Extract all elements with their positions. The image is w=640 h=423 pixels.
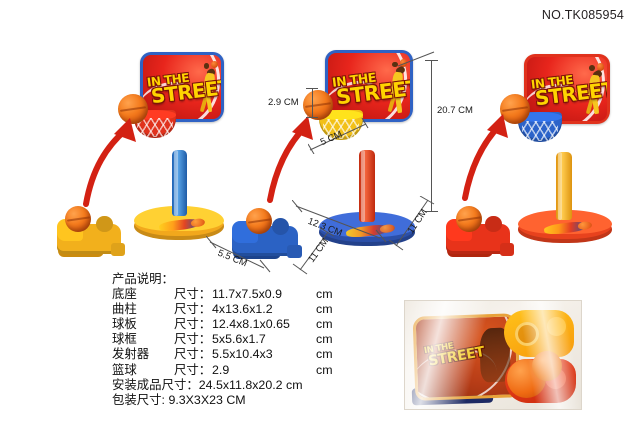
launcher-middle (232, 208, 302, 259)
spec-row-hoop: 球框 尺寸：5x5.6x1.7 cm (112, 332, 333, 347)
player-graphic (377, 58, 408, 113)
spec-label-backboard: 尺寸： (174, 317, 212, 332)
spec-value-launcher: 5.5x10.4x3 (212, 347, 273, 362)
dimline-ball-top (306, 88, 318, 89)
player-leg-front (591, 94, 599, 116)
ball-launcher-right (456, 206, 482, 232)
spec-row-launcher: 发射器 尺寸：5.5x10.4x3 cm (112, 347, 333, 362)
product-sku: NO.TK085954 (541, 8, 624, 22)
spec-part-launcher: 发射器 (112, 347, 150, 362)
player-graphic (575, 62, 605, 116)
spec-part-hoop: 球框 (112, 332, 137, 347)
ball-launcher-left (65, 206, 91, 232)
spec-title: 产品说明： (112, 272, 174, 286)
dimline-height-vertical (431, 60, 432, 212)
pole-right (556, 152, 572, 220)
spec-row-backboard: 球板 尺寸：12.4x8.1x0.65 cm (112, 317, 333, 332)
spec-unit-backboard: cm (316, 317, 333, 332)
spec-assembled-size: 安装成品尺寸：24.5x11.8x20.2 cm (112, 377, 303, 392)
player-head (203, 63, 210, 69)
spec-value-ball: 2.9 (212, 362, 230, 377)
dimline-height-bottom (425, 211, 438, 212)
ball-middle (303, 90, 333, 120)
spec-value-pole: 4x13.6x1.2 (212, 302, 273, 317)
ball-left (118, 94, 148, 124)
backboard-face: IN THE STREET (527, 57, 607, 121)
spec-row-base: 底座 尺寸：11.7x7.5x0.9 cm (112, 287, 333, 302)
launcher-tab (499, 243, 514, 256)
launcher-right (446, 206, 514, 257)
spec-value-base: 11.7x7.5x0.9 (212, 287, 283, 302)
player-head (589, 65, 596, 72)
launcher-knob (96, 215, 113, 233)
spec-value-backboard: 12.4x8.1x0.65 (212, 317, 290, 332)
player-head (392, 61, 398, 68)
ball-launcher-middle (246, 208, 272, 234)
backboard-face: IN THE STREET (328, 53, 410, 119)
spec-label-pole: 尺寸： (174, 302, 212, 317)
player-ball (596, 63, 605, 71)
player-ball (211, 61, 219, 69)
pole-left (172, 150, 187, 216)
spec-label-hoop: 尺寸： (174, 332, 212, 347)
spec-unit-pole: cm (316, 302, 333, 317)
dimline-height-top (425, 60, 438, 61)
spec-unit-hoop: cm (316, 332, 333, 347)
launcher-tab (110, 243, 125, 256)
spec-part-pole: 曲柱 (112, 302, 137, 317)
player-leg-front (394, 91, 402, 113)
player-graphic (190, 60, 219, 114)
hoop-rim (518, 112, 562, 123)
spec-part-backboard: 球板 (112, 317, 137, 332)
hoop-net (137, 118, 173, 137)
spec-value-hoop: 5x5.6x1.7 (212, 332, 266, 347)
spec-unit-ball: cm (316, 362, 333, 377)
launcher-knob (485, 215, 502, 233)
spec-part-base: 底座 (112, 287, 137, 302)
launcher-tab (287, 245, 302, 258)
hoop-rim (319, 110, 363, 121)
launcher-knob (272, 217, 290, 235)
product-right: IN THE STREET (500, 50, 616, 243)
spec-label-launcher: 尺寸： (174, 347, 212, 362)
spec-row-ball: 篮球 尺寸：2.9 cm (112, 363, 333, 378)
hoop-net (521, 121, 559, 141)
spec-packing-size: 包装尺寸: 9.3X3X23 CM (112, 392, 246, 407)
dim-total-height: 20.7 CM (437, 105, 473, 116)
packaged-product-photo: IN THE STREET (404, 300, 582, 410)
spec-part-ball: 篮球 (112, 362, 137, 377)
spec-unit-launcher: cm (316, 347, 333, 362)
ball-right (500, 94, 530, 124)
spec-label-ball: 尺寸： (174, 362, 212, 377)
spec-row-pole: 曲柱 尺寸：4x13.6x1.2 cm (112, 302, 333, 317)
dimline-ball-vertical (312, 88, 313, 118)
launcher-left (57, 206, 125, 257)
dimline-ball-bottom (306, 117, 318, 118)
pole-middle (359, 150, 375, 222)
product-left: IN THE STREET (118, 46, 230, 240)
spec-unit-base: cm (316, 287, 333, 302)
backboard-face: IN THE STREET (143, 55, 221, 119)
dim-ball-diameter: 2.9 CM (268, 97, 299, 108)
hoop-rim (134, 110, 176, 120)
spec-label-base: 尺寸： (174, 287, 212, 302)
backboard-left: IN THE STREET (140, 52, 224, 122)
